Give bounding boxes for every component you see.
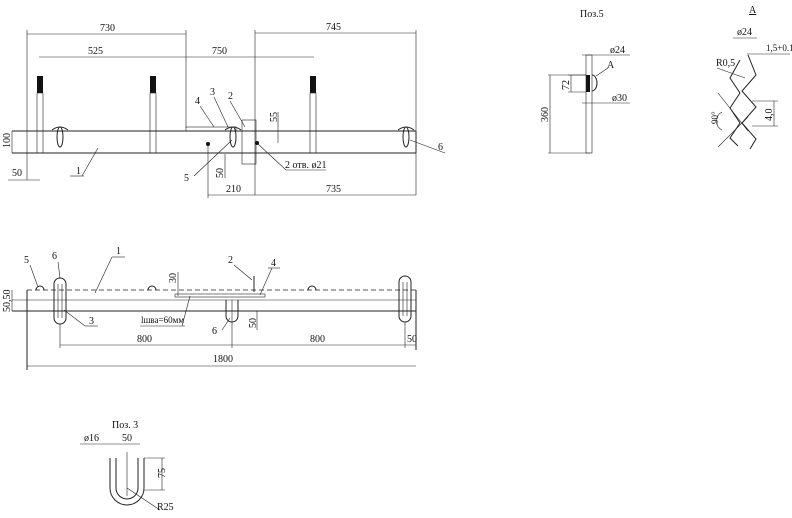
callout-2: 2 (228, 255, 233, 266)
detail-a-dia24: ø24 (737, 27, 752, 38)
dim-30: 30 (168, 273, 179, 283)
clamp (397, 126, 415, 148)
callout-4: 4 (271, 258, 276, 269)
clamp (224, 126, 242, 148)
pos3-dim75: 75 (157, 468, 168, 478)
dim-730: 730 (100, 23, 115, 34)
side-view: 50,50 30 50 800 800 50 1800 5 6 1 2 4 3 … (2, 246, 417, 370)
stud (36, 76, 44, 154)
callout-5: 5 (24, 255, 29, 266)
dim-1800: 1800 (213, 354, 233, 365)
dim-750: 750 (212, 46, 227, 57)
callout-4: 4 (195, 96, 200, 107)
rod (585, 54, 593, 154)
pos5-detail-ref: A (607, 60, 615, 71)
pos3-dia16: ø16 (84, 433, 99, 444)
stud-head (35, 285, 45, 291)
pos3-title: Поз. 3 (112, 420, 138, 431)
dim-525: 525 (88, 46, 103, 57)
dim-800-right: 800 (310, 334, 325, 345)
dim-210: 210 (226, 184, 241, 195)
thread (586, 75, 590, 92)
callout-1: 1 (76, 166, 81, 177)
clamp (51, 126, 69, 148)
pos5-dia24: ø24 (610, 45, 625, 56)
detail-a-dim40: 4,0 (764, 109, 775, 122)
detail-a-title: A (749, 5, 757, 16)
callout-6: 6 (52, 251, 57, 262)
pos5-dim72: 72 (561, 80, 572, 90)
weld-note: lшва=60мм (141, 315, 184, 325)
pos3-dim50: 50 (122, 433, 132, 444)
thread-profile (729, 54, 757, 150)
clamp (53, 277, 67, 325)
pos5-title: Поз.5 (580, 9, 604, 20)
pos5-detail: Поз.5 ø24 ø30 A 72 360 (540, 9, 630, 154)
pos3-r25: R25 (157, 502, 174, 513)
top-view: 730 745 525 750 (2, 22, 446, 198)
stud-head (147, 285, 157, 291)
weld-strip (185, 126, 237, 132)
weld-strip (174, 293, 266, 298)
u-bolt-outer (109, 458, 145, 506)
holes-note: 2 отв. ø21 (285, 160, 326, 171)
stud (309, 76, 317, 154)
clamp (398, 275, 412, 323)
dim-800-left: 800 (137, 334, 152, 345)
dim-50-below: 50 (215, 168, 226, 178)
stud (149, 76, 157, 154)
plate-pos2 (241, 119, 257, 165)
callout-6: 6 (438, 142, 443, 153)
dim-55: 55 (269, 112, 280, 122)
dim-50-50: 50,50 (2, 290, 13, 313)
dim-50-end: 50 (407, 334, 417, 345)
callout-5: 5 (184, 173, 189, 184)
pos5-dim360: 360 (540, 107, 551, 122)
dim-735: 735 (326, 184, 341, 195)
pos5-dia30: ø30 (612, 93, 627, 104)
detail-a-pitch: 1,5+0.1 (766, 43, 792, 53)
clamp (225, 300, 239, 330)
detail-a: A ø24 1,5+0.1 R0,5 90° 4,0 (710, 5, 792, 150)
pos3-detail: Поз. 3 ø16 50 75 R25 (80, 420, 174, 513)
callout-1: 1 (116, 246, 121, 257)
u-bolt-inner (115, 458, 139, 500)
dim-745: 745 (326, 22, 341, 33)
hole-mark (206, 142, 210, 146)
dim-100: 100 (2, 133, 13, 148)
detail-a-r05: R0,5 (716, 58, 735, 69)
callout-3: 3 (89, 316, 94, 327)
callout-3: 3 (210, 87, 215, 98)
stud-head (307, 285, 317, 291)
callout-2: 2 (228, 91, 233, 102)
callout-6b: 6 (212, 326, 217, 337)
dim-50: 50 (248, 318, 259, 328)
dim-50-left: 50 (12, 168, 22, 179)
detail-a-angle: 90° (710, 111, 720, 124)
